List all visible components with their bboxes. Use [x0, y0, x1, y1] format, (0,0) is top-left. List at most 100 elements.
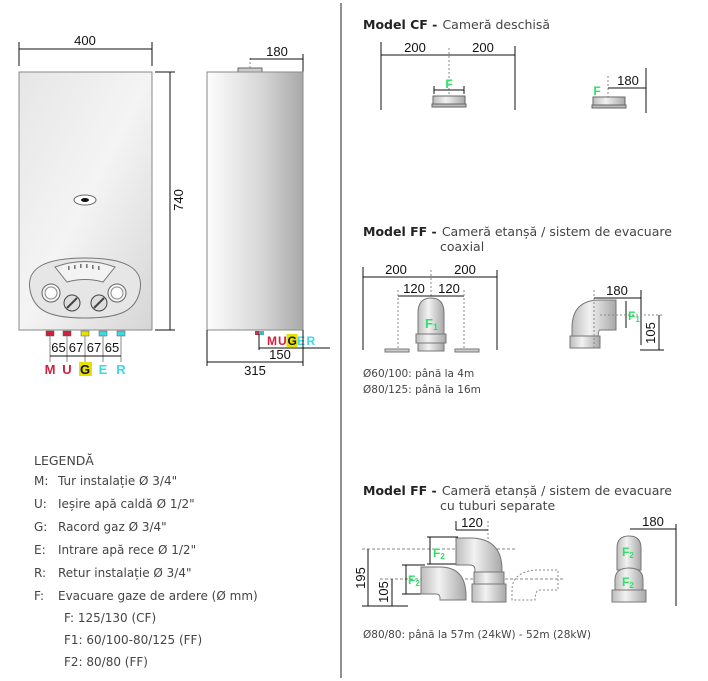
- ff-sep-dim-side-width: 180: [642, 514, 664, 529]
- connector-letter-m: M: [45, 362, 56, 377]
- legend-text: Racord gaz Ø 3/4": [58, 520, 167, 534]
- ff-coax-dim-outer-right: 200: [454, 262, 476, 277]
- legend-key: R:: [34, 566, 47, 580]
- ff-sep-flue-label-lower: F2: [408, 573, 420, 588]
- legend-key: E:: [34, 543, 46, 557]
- model-ff-coaxial-title-line1: Cameră etanșă / sistem de evacuare: [441, 224, 672, 239]
- cf-side-flue-label: F: [593, 84, 600, 98]
- legend-item: E: Intrare apă rece Ø 1/2": [34, 543, 196, 557]
- ff-sep-dim-width: 120: [461, 515, 483, 530]
- separate-terminal-upper: [616, 535, 642, 571]
- connector-g: [80, 330, 90, 337]
- model-ff-coaxial-title-bold: Model FF -: [363, 224, 437, 239]
- side-connector-letter-e: E: [297, 334, 305, 348]
- legend-item: M: Tur instalație Ø 3/4": [34, 474, 177, 488]
- ff-coax-flue-label: F1: [425, 316, 438, 332]
- ghost-elbow: [511, 569, 559, 601]
- ff-coax-dim-side-width: 180: [606, 283, 628, 298]
- legend-item: G: Racord gaz Ø 3/4": [34, 520, 167, 534]
- legend-key: M:: [34, 474, 49, 488]
- ff-coax-side-flue-label: F1: [628, 309, 640, 324]
- cf-side-flue-collar: [592, 96, 626, 106]
- cf-flue-collar: [432, 95, 466, 105]
- flue-offset-label: 180: [266, 44, 288, 59]
- ff-sep-flue-label-upper: F2: [433, 546, 445, 561]
- front-view: 400 740: [18, 33, 186, 377]
- ff-sep-side-flue-lower: F2: [622, 575, 634, 590]
- side-connector-letter-u: U: [278, 334, 287, 348]
- legend-item: F: Evacuare gaze de ardere (Ø mm): [34, 589, 258, 603]
- side-gas-highlight: [286, 334, 298, 347]
- cf-flue-label: F: [445, 77, 452, 91]
- ff-coax-dim-inner-left: 120: [403, 281, 425, 296]
- model-ff-coaxial-title-line2: coaxial: [440, 239, 485, 254]
- legend-key: U:: [34, 497, 47, 511]
- spacing-label: 67: [69, 340, 83, 355]
- model-cf-title-rest: Cameră deschisă: [442, 17, 551, 32]
- control-panel: [28, 257, 142, 319]
- separate-elbow-upper: [455, 537, 503, 573]
- model-ff-separate-diagram: 120 195 105 F2 F2 180 F2 F2: [353, 514, 677, 607]
- legend-subitem: F1: 60/100-80/125 (FF): [64, 633, 203, 647]
- coaxial-note-60-100: Ø60/100: până la 4m: [363, 368, 475, 380]
- connector-u: [62, 330, 72, 337]
- model-ff-coaxial-diagram: 200 200 120 120 F1 180 F1 105: [362, 262, 664, 353]
- legend-text: Intrare apă rece Ø 1/2": [58, 543, 197, 557]
- ff-sep-side-flue-upper: F2: [622, 545, 634, 560]
- legend-item: U: Ieșire apă caldă Ø 1/2": [34, 497, 195, 511]
- separate-note-80-80: Ø80/80: până la 57m (24kW) - 52m (28kW): [363, 629, 591, 641]
- cf-dim-right: 200: [472, 40, 494, 55]
- width-label: 400: [74, 33, 96, 48]
- ff-coax-dim-inner-right: 120: [438, 281, 460, 296]
- model-ff-separate-title: Model FF - Cameră etanșă / sistem de eva…: [363, 480, 672, 499]
- spacing-label: 67: [87, 340, 101, 355]
- spacing-label: 65: [105, 340, 119, 355]
- depth-label: 315: [244, 363, 266, 378]
- side-connector-letter-r: R: [307, 334, 316, 348]
- connection-offset-label: 150: [269, 347, 291, 362]
- side-connector-letter-g: G: [288, 334, 297, 348]
- legend-key: G:: [34, 520, 48, 534]
- ff-coax-dim-side-height: 105: [643, 322, 658, 344]
- legend-text: Evacuare gaze de ardere (Ø mm): [58, 589, 258, 603]
- model-ff-separate-title-line2: cu tuburi separate: [440, 498, 556, 513]
- legend-item: R: Retur instalație Ø 3/4": [34, 566, 192, 580]
- legend-key: F:: [34, 589, 45, 603]
- connector-letter-g: G: [80, 362, 90, 377]
- coax-terminal: [417, 297, 445, 335]
- cf-dim-left: 200: [404, 40, 426, 55]
- connector-letter-r: R: [116, 362, 126, 377]
- gas-highlight: [79, 362, 92, 376]
- connector-letter-u: U: [62, 362, 71, 377]
- model-cf-title: Model CF - Cameră deschisă: [363, 14, 550, 33]
- legend-text: Retur instalație Ø 3/4": [58, 566, 192, 580]
- boiler-side-body: [206, 71, 304, 331]
- cf-dim-side: 180: [617, 73, 639, 88]
- connector-r: [116, 330, 126, 337]
- model-ff-coaxial-title: Model FF - Cameră etanșă / sistem de eva…: [363, 221, 672, 240]
- model-cf-diagram: 200 200 F 180 F: [380, 40, 647, 113]
- legend-text: Ieșire apă caldă Ø 1/2": [58, 497, 195, 511]
- side-connector-letter-m: M: [267, 334, 277, 348]
- height-label: 740: [171, 189, 186, 211]
- legend-subitem: F2: 80/80 (FF): [64, 655, 148, 669]
- connector-group: [45, 330, 126, 362]
- connector-e: [98, 330, 108, 337]
- separate-elbow-lower: [420, 566, 467, 601]
- model-ff-separate-title-line1: Cameră etanșă / sistem de evacuare: [441, 483, 672, 498]
- connector-letter-e: E: [99, 362, 108, 377]
- coaxial-note-80-125: Ø80/125: până la 16m: [363, 384, 481, 396]
- connector-m: [45, 330, 55, 337]
- ff-sep-dim-height-inner: 105: [376, 581, 391, 603]
- ff-coax-dim-outer-left: 200: [385, 262, 407, 277]
- model-cf-title-bold: Model CF -: [363, 17, 438, 32]
- model-ff-separate-title-bold: Model FF -: [363, 483, 437, 498]
- ff-sep-dim-height-outer: 195: [353, 567, 368, 589]
- legend-title: LEGENDĂ: [34, 453, 94, 468]
- legend-text: Tur instalație Ø 3/4": [58, 474, 178, 488]
